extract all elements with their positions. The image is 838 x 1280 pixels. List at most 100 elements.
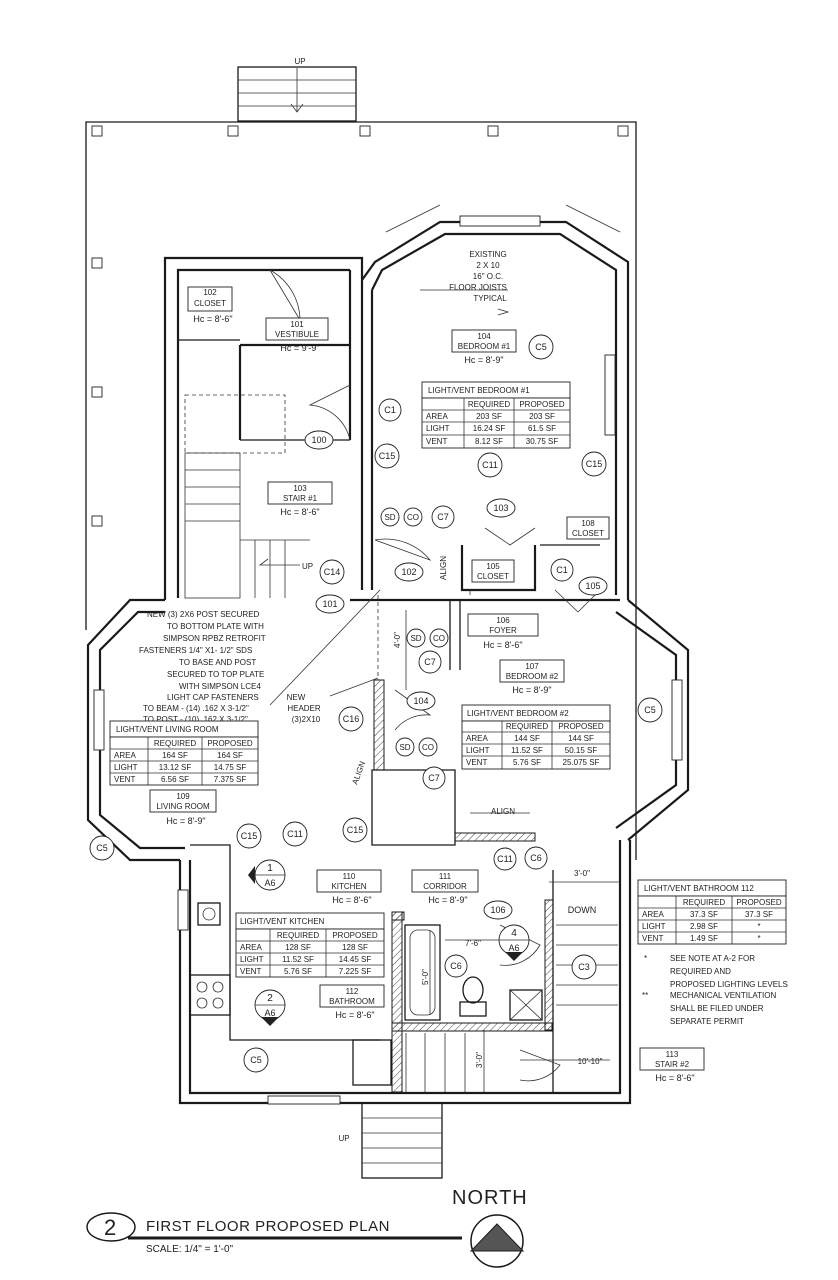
equipment-tag: C5 [644, 705, 656, 715]
equipment-tag: C15 [241, 831, 258, 841]
room-103-number: 103 [293, 484, 307, 493]
equipment-tag: C15 [586, 459, 603, 469]
room-110-name: KITCHEN [331, 882, 366, 891]
schedule-cell: LIGHT [642, 922, 666, 931]
equipment-tag: C16 [343, 714, 360, 724]
room-111-name: CORRIDOR [423, 882, 467, 891]
drawing-number: 2 [104, 1215, 116, 1240]
door-tag: 104 [413, 696, 428, 706]
schedule-cell: VENT [240, 967, 261, 976]
section-mark-sheet: A6 [264, 1008, 275, 1018]
schedule-cell: 11.52 SF [282, 955, 314, 964]
schedule-cell: 11.52 SF [511, 746, 543, 755]
schedule-cell: AREA [642, 910, 664, 919]
schedule-cell: 2.98 SF [690, 922, 718, 931]
equipment-tag: C6 [530, 853, 542, 863]
room-105-name: CLOSET [477, 572, 509, 581]
stair-1-treads [184, 394, 310, 599]
room-109-name: LIVING ROOM [156, 802, 210, 811]
schedule-bedroom-2: LIGHT/VENT BEDROOM #2 REQUIRED PROPOSED … [461, 704, 611, 770]
schedule-cell: 7.225 SF [339, 967, 372, 976]
front-porch [85, 121, 637, 860]
schedule-cell: 1.49 SF [690, 934, 718, 943]
equipment-tags: C1 C1 C3 C5 C5 C5 C5 C6 C6 C7 C7 C7 C11 … [89, 334, 663, 1073]
schedule-cell: 37.3 SF [745, 910, 773, 919]
rear-stair-up-label: UP [338, 1134, 349, 1143]
room-112-height: Hc = 8'-6" [335, 1010, 374, 1020]
footnote-line: PROPOSED LIGHTING LEVELS [670, 980, 788, 989]
footnote-line: SEE NOTE AT A-2 FOR [670, 954, 755, 963]
schedule-header: PROPOSED [519, 400, 565, 409]
schedule-cell: 128 SF [342, 943, 368, 952]
door-tag: 106 [490, 905, 505, 915]
dimension-text: 10'-10" [578, 1057, 603, 1066]
dimension-text: 3'-0" [574, 869, 590, 878]
dimension-labels: 4'-0" 3'-0" 7'-6" 5'-0" 3'-0" 10'-10" [393, 632, 603, 1068]
note-line: WITH SIMPSON LCE4 [179, 682, 261, 691]
note-line: HEADER [287, 704, 321, 713]
note-line: SECURED TO TOP PLATE [167, 670, 264, 679]
schedule-header: PROPOSED [207, 739, 253, 748]
dimension-text: 7'-6" [465, 939, 481, 948]
door-tag: 100 [311, 435, 326, 445]
section-mark-number: 2 [267, 993, 273, 1004]
note-line: TO BOTTOM PLATE WITH [167, 622, 264, 631]
schedule-header: REQUIRED [468, 400, 510, 409]
header-note: NEW HEADER (3)2X10 [287, 693, 321, 724]
note-line: NEW (3) 2X6 POST SECURED [147, 610, 260, 619]
room-103-name: STAIR #1 [283, 494, 318, 503]
footnote-line: MECHANICAL VENTILATION [670, 991, 776, 1000]
schedule-title: LIGHT/VENT KITCHEN [240, 917, 325, 926]
equipment-tag: C7 [428, 773, 440, 783]
floor-joist-note: EXISTING 2 X 10 16" O.C. FLOOR JOISTS TY… [449, 250, 507, 303]
room-106-number: 106 [496, 616, 510, 625]
rear-entry-stair [361, 1102, 443, 1179]
dimension-text: 3'-0" [475, 1052, 484, 1068]
room-101-number: 101 [290, 320, 304, 329]
north-arrow-icon [469, 1223, 525, 1252]
equipment-tag: C5 [535, 342, 547, 352]
co-detector-tag: CO [407, 513, 419, 522]
schedule-footnotes: * SEE NOTE AT A-2 FOR REQUIRED AND PROPO… [642, 954, 788, 1026]
exterior-walls [86, 220, 690, 1105]
schedule-cell: AREA [240, 943, 262, 952]
dimension-text: 4'-0" [393, 632, 402, 648]
schedule-header: PROPOSED [332, 931, 378, 940]
schedule-cell: 164 SF [217, 751, 243, 760]
stair-1-up-label: UP [302, 562, 313, 571]
room-106-name: FOYER [489, 626, 517, 635]
section-mark-sheet: A6 [264, 878, 275, 888]
footnote-line: REQUIRED AND [670, 967, 731, 976]
schedule-cell: 144 SF [568, 734, 594, 743]
room-110-number: 110 [343, 872, 356, 881]
schedule-cell: 203 SF [529, 412, 555, 421]
porch-entry-stair [237, 66, 357, 122]
room-104-height: Hc = 8'-9" [464, 355, 503, 365]
schedule-cell: 203 SF [476, 412, 502, 421]
room-113-number: 113 [666, 1050, 679, 1059]
north-label: NORTH [452, 1187, 528, 1209]
note-line: LIGHT CAP FASTENERS [167, 693, 259, 702]
room-107-name: BEDROOM #2 [506, 672, 559, 681]
schedule-cell: VENT [114, 775, 135, 784]
schedule-header: REQUIRED [506, 722, 548, 731]
room-112-name: BATHROOM [329, 997, 375, 1006]
schedule-cell: 14.45 SF [339, 955, 372, 964]
room-106-height: Hc = 8'-6" [483, 640, 522, 650]
note-line: TO BEAM - (14) .162 X 3-1/2" [143, 704, 249, 713]
align-note: ALIGN [491, 807, 515, 816]
equipment-tag: C11 [497, 854, 513, 864]
schedule-living-room: LIGHT/VENT LIVING ROOM REQUIRED PROPOSED… [109, 720, 259, 786]
note-line: FASTENERS 1/4" X1- 1/2" SDS [139, 646, 252, 655]
room-111-height: Hc = 8'-9" [428, 895, 467, 905]
footnote-mark: * [644, 954, 647, 963]
equipment-tag: C11 [287, 829, 303, 839]
schedule-cell: 5.76 SF [513, 758, 541, 767]
stair-2-treads [405, 924, 618, 1092]
door-swings [269, 269, 601, 1082]
room-101-height: Hc = 9'-9" [280, 343, 319, 353]
section-mark-sheet: A6 [508, 943, 519, 953]
schedule-cell: * [757, 922, 760, 931]
equipment-tag: C6 [450, 961, 462, 971]
room-105-number: 105 [486, 562, 500, 571]
